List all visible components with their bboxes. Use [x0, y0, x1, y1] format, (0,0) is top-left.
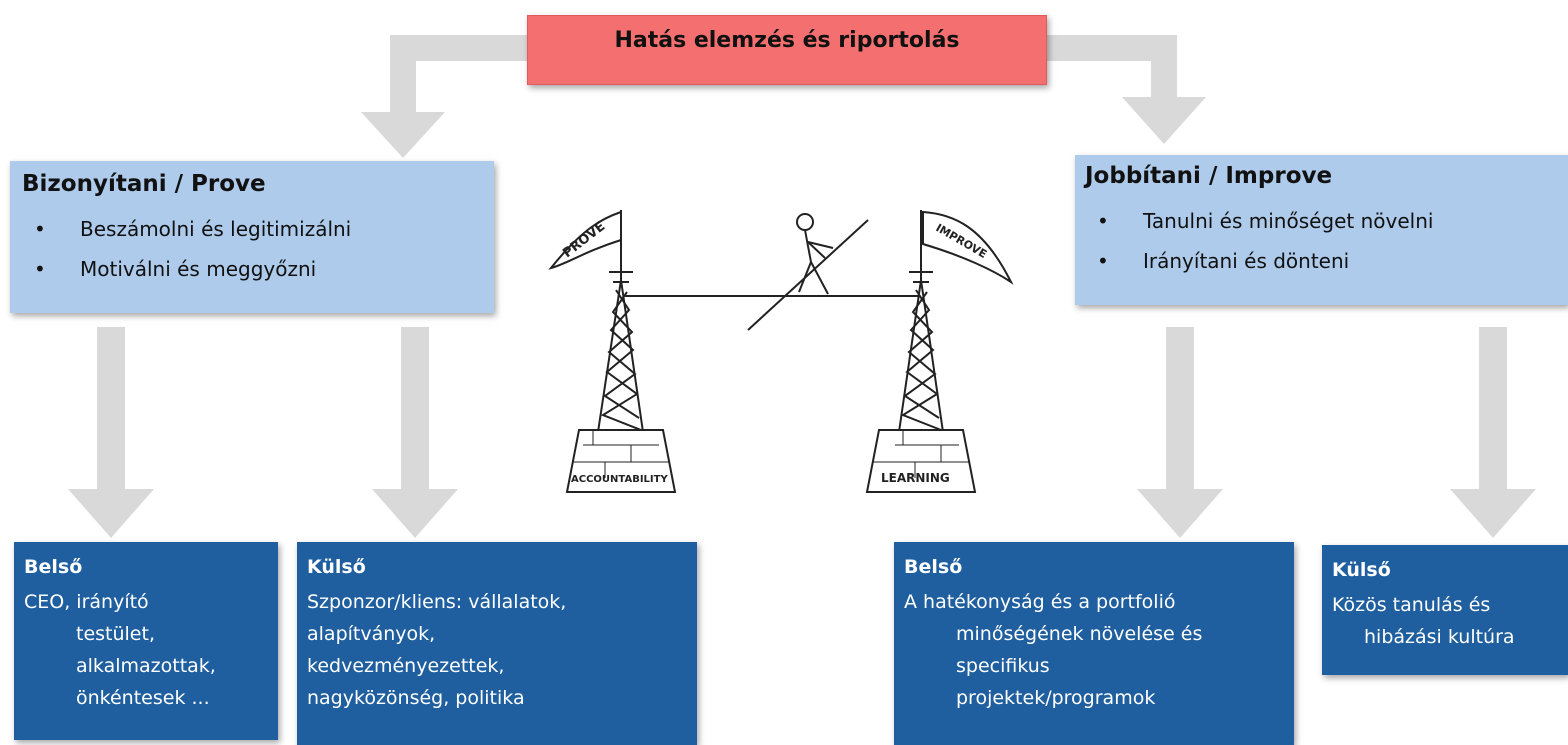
improve-title: Jobbítani / Improve [1085, 163, 1333, 189]
tightrope-illustration: PROVE IMPROVE ACCOUNTABILITY LEARNING [543, 200, 1033, 500]
improve-internal-box: Belső A hatékonyság és a portfolió minős… [894, 542, 1294, 745]
right-flag [922, 210, 1014, 285]
text-line: projektek/programok [956, 687, 1156, 709]
prove-box: Bizonyítani / Prove • Beszámolni és legit… [10, 161, 494, 313]
improve-external-text: Közös tanulás és hibázási kultúra [1332, 589, 1558, 653]
bullet-icon: • [1097, 249, 1109, 273]
improve-bullet-text: Tanulni és minőséget növelni [1143, 209, 1434, 233]
prove-external-text: Szponzor/kliens: vállalatok, alapítványo… [307, 586, 687, 714]
text-line: testület, [76, 623, 155, 645]
bullet-icon: • [34, 257, 46, 281]
accountability-label: ACCOUNTABILITY [571, 474, 668, 485]
analysis-reporting-box: Hatás elemzés és riportolás [527, 15, 1047, 85]
prove-bullet-list: • Beszámolni és legitimizálni • Motiválni … [22, 209, 482, 289]
prove-bullet: • Beszámolni és legitimizálni [22, 209, 482, 249]
text-line: specifikus [956, 655, 1050, 677]
prove-bullet-text: Beszámolni és legitimizálni [80, 217, 352, 241]
right-tower [898, 210, 944, 433]
text-line: CEO, irányító [24, 591, 149, 613]
bullet-icon: • [34, 217, 46, 241]
learning-label: LEARNING [881, 471, 950, 485]
improve-external-title: Külső [1332, 559, 1391, 581]
text-line: önkéntesek ... [76, 687, 210, 709]
prove-internal-title: Belső [24, 556, 83, 578]
prove-internal-text: CEO, irányító testület, alkalmazottak, ö… [24, 586, 268, 714]
tightrope-walker [747, 213, 869, 331]
improve-bullet: • Tanulni és minőséget növelni [1085, 201, 1558, 241]
improve-external-box: Külső Közös tanulás és hibázási kultúra [1322, 545, 1568, 675]
prove-external-box: Külső Szponzor/kliens: vállalatok, alapí… [297, 542, 697, 745]
text-line: kedvezményezettek, [307, 655, 505, 677]
prove-bullet-text: Motiválni és meggyőzni [80, 257, 317, 281]
improve-box: Jobbítani / Improve • Tanulni és minősége… [1075, 155, 1568, 305]
text-line: nagyközönség, politika [307, 687, 525, 709]
text-line: alkalmazottak, [76, 655, 216, 677]
bullet-icon: • [1097, 209, 1109, 233]
text-line: Szponzor/kliens: vállalatok, [307, 591, 567, 613]
improve-internal-title: Belső [904, 556, 963, 578]
text-line: minőségének növelése és [956, 623, 1203, 645]
text-line: hibázási kultúra [1364, 626, 1515, 648]
prove-bullet: • Motiválni és meggyőzni [22, 249, 482, 289]
text-line: A hatékonyság és a portfolió [904, 591, 1176, 613]
improve-bullet-text: Irányítani és dönteni [1143, 249, 1350, 273]
prove-external-title: Külső [307, 556, 366, 578]
text-line: alapítványok, [307, 623, 436, 645]
prove-internal-box: Belső CEO, irányító testület, alkalmazot… [14, 542, 278, 740]
improve-bullet-list: • Tanulni és minőséget növelni • Irányítan… [1085, 201, 1558, 281]
improve-bullet: • Irányítani és dönteni [1085, 241, 1558, 281]
text-line: Közös tanulás és [1332, 594, 1491, 616]
improve-internal-text: A hatékonyság és a portfolió minőségének… [904, 586, 1284, 714]
prove-title: Bizonyítani / Prove [22, 171, 266, 197]
left-flag [548, 210, 622, 270]
analysis-reporting-title: Hatás elemzés és riportolás [614, 28, 960, 53]
